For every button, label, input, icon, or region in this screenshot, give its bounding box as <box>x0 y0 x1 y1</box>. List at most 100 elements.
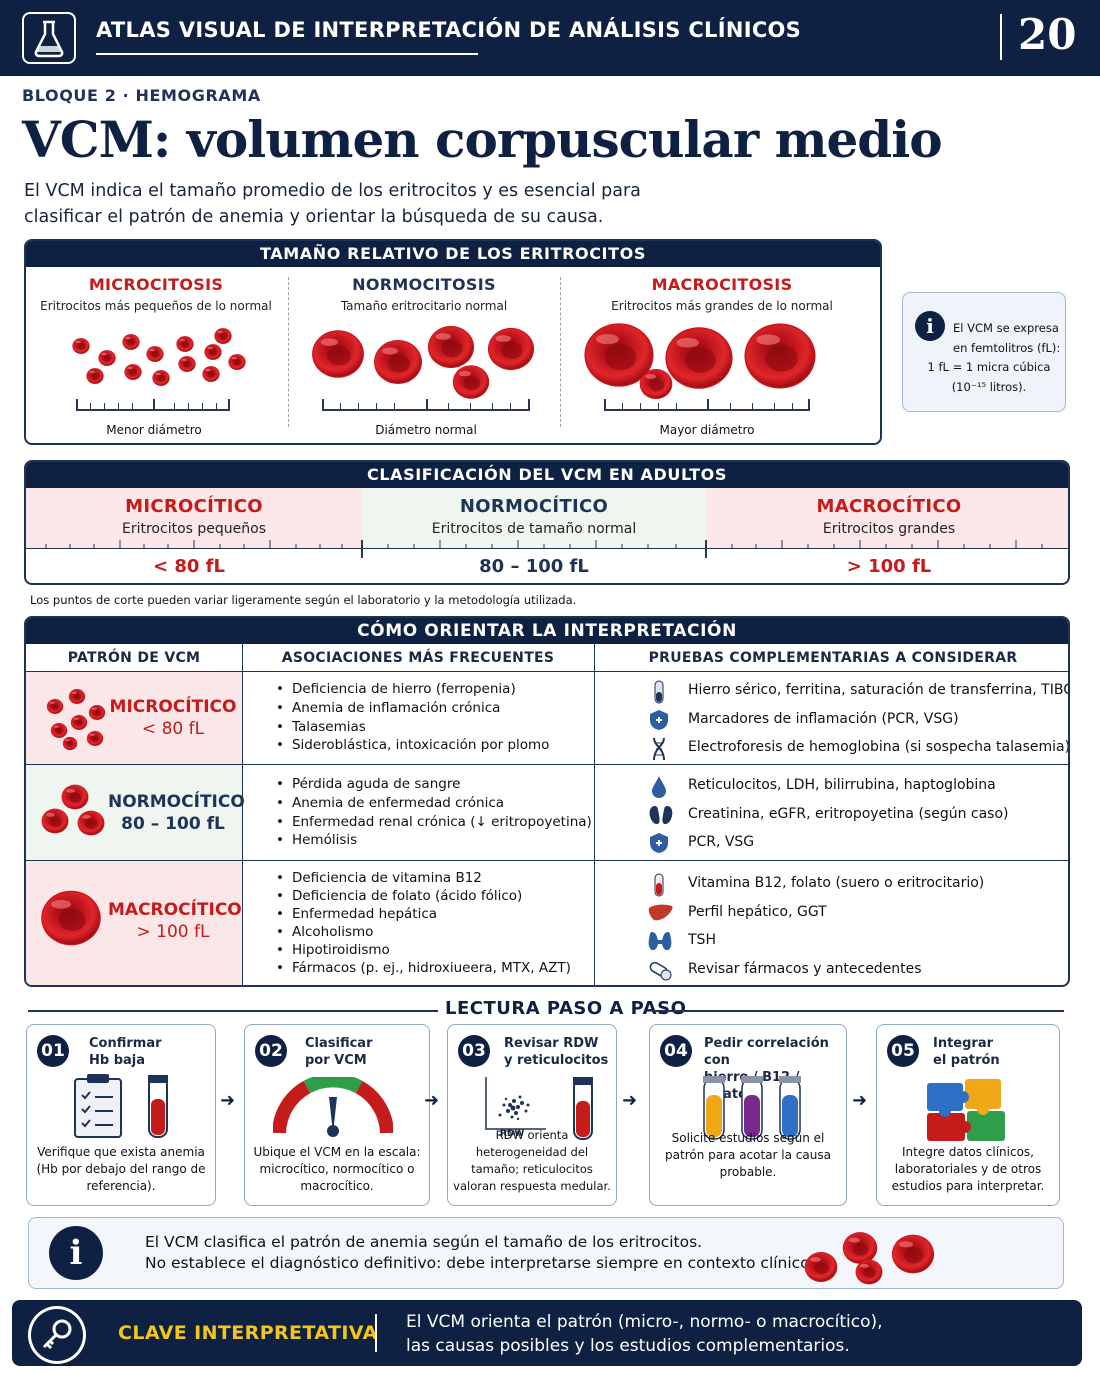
step-text: Solicite estudios según el patrón para a… <box>665 1131 831 1179</box>
list-item: Enfermedad renal crónica (↓ eritropoyeti… <box>276 813 592 832</box>
list-item: Talasemias <box>276 718 549 737</box>
step-text: RDW orienta heterogeneidad del tamaño; r… <box>453 1128 611 1193</box>
arrow-right-icon: ➜ <box>220 1090 236 1111</box>
test-label: Marcadores de inflamación (PCR, VSG) <box>688 710 959 727</box>
title-line: Clasificar <box>305 1036 373 1051</box>
blood-drop-icon <box>648 775 670 798</box>
microcytosis-scale-label: Menor diámetro <box>106 423 202 437</box>
associations-list: Pérdida aguda de sangre Anemia de enferm… <box>276 775 592 850</box>
macrocytic-band: MACROCÍTICO Eritrocitos grandes <box>706 488 1068 548</box>
band-subtitle: Eritrocitos grandes <box>822 521 956 537</box>
microcytic-range: < 80 fL <box>153 556 225 577</box>
column-header: PRUEBAS COMPLEMENTARIAS A CONSIDERAR <box>594 644 1068 672</box>
normocytosis-column: NORMOCITOSIS Tamaño eritrocitario normal <box>290 267 558 313</box>
row-divider <box>26 860 1068 861</box>
thyroid-icon <box>648 930 672 952</box>
cutoff-footnote: Los puntos de corte pueden variar ligera… <box>30 593 577 607</box>
table-row-microcytic: MICROCÍTICO < 80 fL <box>26 672 242 764</box>
puzzle-icon <box>927 1079 1005 1141</box>
page-number: 20 <box>1018 10 1077 59</box>
info-icon: i <box>49 1226 103 1280</box>
scale-ruler <box>76 399 230 411</box>
pattern-range: 80 – 100 fL <box>121 814 225 834</box>
column-divider <box>560 277 561 427</box>
title-line: Confirmar <box>89 1036 162 1051</box>
pattern-title: MACROCÍTICO <box>108 900 242 920</box>
microcytic-band: MICROCÍTICO Eritrocitos pequeños <box>26 488 362 548</box>
section-rule <box>652 1010 1064 1012</box>
key-line: El VCM orienta el patrón (micro-, normo-… <box>406 1312 883 1332</box>
fl-info-box: i El VCM se expresa en femtolitros (fL):… <box>902 292 1066 412</box>
normocytosis-scale-label: Diámetro normal <box>375 423 477 437</box>
list-item: Anemia de inflamación crónica <box>276 699 549 718</box>
title-line: Pedir correlación con <box>704 1036 829 1068</box>
step-number: 02 <box>255 1035 287 1067</box>
pattern-title: MICROCÍTICO <box>109 697 237 717</box>
info-text: 1 fL = 1 micra cúbica (10⁻¹⁵ litros). <box>911 358 1067 397</box>
red-cells-illustration <box>804 1232 935 1285</box>
macrocytosis-column: MACROCITOSIS Eritrocitos más grandes de … <box>562 267 880 313</box>
test-label: Electroforesis de hemoglobina (si sospec… <box>688 739 1070 755</box>
info-line: (10⁻¹⁵ litros). <box>951 379 1027 394</box>
small-cells-icon <box>46 689 106 751</box>
normal-cells <box>312 325 535 399</box>
pill-icon <box>648 959 672 981</box>
flask-icon <box>22 12 76 64</box>
info-line: 1 fL = 1 micra cúbica <box>927 360 1051 374</box>
size-panel: TAMAÑO RELATIVO DE LOS ERITROCITOS MICRO… <box>24 239 882 445</box>
column-header: ASOCIACIONES MÁS FRECUENTES <box>242 644 594 672</box>
normocytosis-title: NORMOCITOSIS <box>352 275 496 294</box>
test-label: Hierro sérico, ferritina, saturación de … <box>688 682 1070 698</box>
scale-ticks <box>45 540 1043 558</box>
step-number: 01 <box>37 1035 69 1067</box>
band-title: NORMOCÍTICO <box>459 496 609 517</box>
note-text: El VCM clasifica el patrón de anemia seg… <box>145 1232 814 1274</box>
arrow-right-icon: ➜ <box>424 1090 440 1111</box>
gauge-icon <box>273 1077 393 1137</box>
test-tube-icon <box>648 873 670 897</box>
arrow-right-icon: ➜ <box>622 1090 638 1111</box>
step-number: 03 <box>458 1035 490 1067</box>
test-tube-icon <box>573 1077 593 1140</box>
column-divider <box>288 277 289 427</box>
step-number: 04 <box>660 1035 692 1067</box>
associations-list: Deficiencia de vitamina B12 Deficiencia … <box>276 870 571 977</box>
info-line: El VCM se expresa <box>953 321 1059 335</box>
title-underline <box>96 53 478 55</box>
section-kicker: BLOQUE 2 · HEMOGRAMA <box>22 86 261 105</box>
microcytosis-subtitle: Eritrocitos más pequeños de lo normal <box>40 299 272 313</box>
page-title: VCM: volumen corpuscular medio <box>22 110 943 169</box>
lead-paragraph: El VCM indica el tamaño promedio de los … <box>24 181 641 227</box>
info-text: El VCM se expresa en femtolitros (fL): <box>953 319 1060 358</box>
band-title: MICROCÍTICO <box>125 496 263 517</box>
key-banner: CLAVE INTERPRETATIVA El VCM orienta el p… <box>12 1300 1082 1366</box>
key-label: CLAVE INTERPRETATIVA <box>118 1322 378 1344</box>
small-cells <box>72 328 246 386</box>
list-item: Sideroblástica, intoxicación por plomo <box>276 736 549 755</box>
pattern-name: MICROCÍTICO < 80 fL <box>108 696 238 740</box>
band-subtitle: Eritrocitos pequeños <box>122 521 266 537</box>
key-text: El VCM orienta el patrón (micro-, normo-… <box>406 1310 883 1358</box>
macrocytosis-subtitle: Eritrocitos más grandes de lo normal <box>611 299 833 313</box>
step-title: Clasificar por VCM <box>305 1035 373 1069</box>
arrow-right-icon: ➜ <box>852 1090 868 1111</box>
pattern-name: NORMOCÍTICO 80 – 100 fL <box>108 791 245 835</box>
scale-ruler <box>322 399 530 411</box>
pattern-name: MACROCÍTICO > 100 fL <box>108 899 242 943</box>
list-item: Deficiencia de folato (ácido fólico) <box>276 888 571 906</box>
list-item: Hipotiroidismo <box>276 942 571 960</box>
large-cell-icon <box>41 890 101 946</box>
band-subtitle: Eritrocitos de tamaño normal <box>431 521 637 537</box>
step-text: Ubique el VCM en la escala: microcítico,… <box>253 1145 421 1193</box>
title-line: por VCM <box>305 1053 367 1068</box>
list-item: Alcoholismo <box>276 924 571 942</box>
test-tubes-icon <box>703 1076 801 1140</box>
normocytic-range: 80 – 100 fL <box>479 556 589 577</box>
info-line: en femtolitros (fL): <box>953 340 1061 355</box>
dna-icon <box>648 737 670 761</box>
list-item: Deficiencia de hierro (ferropenia) <box>276 680 549 699</box>
normocytosis-subtitle: Tamaño eritrocitario normal <box>340 299 508 313</box>
